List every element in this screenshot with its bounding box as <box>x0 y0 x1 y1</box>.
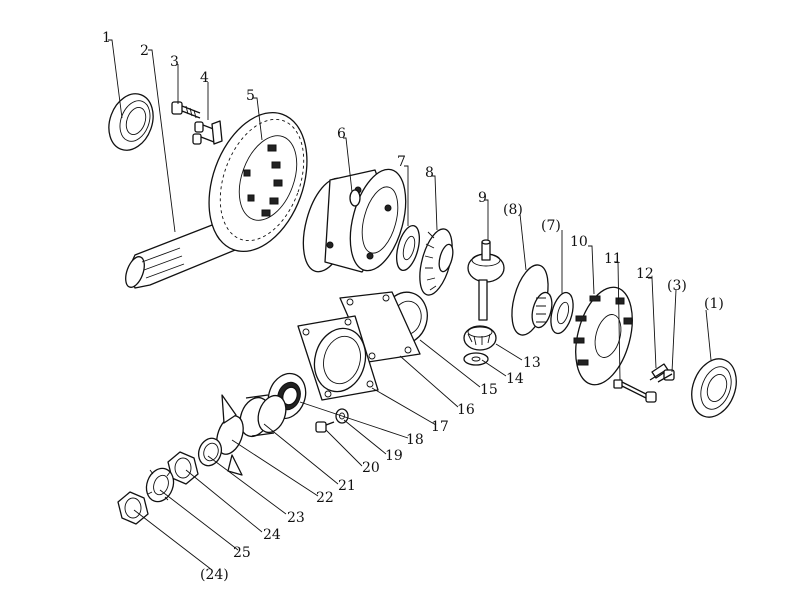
callout-20: 20 <box>362 460 380 476</box>
callout-3: 3 <box>170 54 179 70</box>
callout-21: 21 <box>338 478 356 494</box>
callout-22: 22 <box>316 490 334 506</box>
part-24-nut <box>167 451 199 485</box>
part-4-lock-plate <box>192 120 223 145</box>
callout-13: 13 <box>523 355 541 371</box>
part-17-bearing-housing <box>297 315 379 401</box>
part-13-pinion-gear <box>463 325 497 351</box>
part-22-oil-slinger <box>216 394 244 476</box>
part-1b-oil-seal <box>691 358 737 418</box>
part-9-pinion-gear <box>467 239 505 321</box>
callout-16: 16 <box>457 402 475 418</box>
part-8b-side-gear <box>511 264 553 336</box>
callout-23: 23 <box>287 510 305 526</box>
callout-4: 4 <box>200 70 209 86</box>
callout-9: 9 <box>478 190 487 206</box>
callout-labels: 1 2 3 4 5 6 7 8 9 (8) (7) 10 11 12 (3) (… <box>102 30 724 583</box>
part-7-thrust-washer <box>396 224 420 272</box>
part-10-case-cover <box>573 286 633 386</box>
callout-18: 18 <box>406 432 424 448</box>
callout-10: 10 <box>570 234 588 250</box>
callout-25: 25 <box>233 545 251 561</box>
callout-7: 7 <box>397 154 406 170</box>
part-21-spacer-sleeve <box>239 394 287 438</box>
callout-14: 14 <box>506 371 524 387</box>
part-25-lock-washer <box>145 467 175 503</box>
callout-p3: (3) <box>667 278 687 294</box>
callout-12: 12 <box>636 266 654 282</box>
part-7b-thrust-washer <box>550 291 574 335</box>
callout-2: 2 <box>140 43 149 59</box>
callout-11: 11 <box>604 251 622 267</box>
part-14-pinion-washer <box>463 352 489 366</box>
part-3b-bolt <box>657 369 675 383</box>
callout-p7: (7) <box>541 218 561 234</box>
callout-17: 17 <box>431 419 449 435</box>
part-11-case-bolt <box>613 379 657 403</box>
part-5-ring-gear <box>208 111 308 253</box>
callout-1: 1 <box>102 30 111 46</box>
callout-19: 19 <box>385 448 403 464</box>
callout-p1: (1) <box>704 296 724 312</box>
leader-lines <box>108 39 712 571</box>
part-24b-nut <box>117 491 149 525</box>
callout-15: 15 <box>480 382 498 398</box>
callout-8: 8 <box>425 165 434 181</box>
part-19-bolt <box>315 421 335 433</box>
part-8-side-gear <box>419 228 454 296</box>
part-6-differential-case <box>302 168 407 273</box>
callout-24: 24 <box>263 527 281 543</box>
callout-6: 6 <box>337 126 346 142</box>
part-1-oil-seal <box>108 93 154 151</box>
part-23-shim <box>197 437 223 467</box>
callout-p24: (24) <box>200 567 229 583</box>
callout-p8: (8) <box>503 202 523 218</box>
callout-5: 5 <box>246 88 255 104</box>
part-3-bolt <box>171 101 201 119</box>
